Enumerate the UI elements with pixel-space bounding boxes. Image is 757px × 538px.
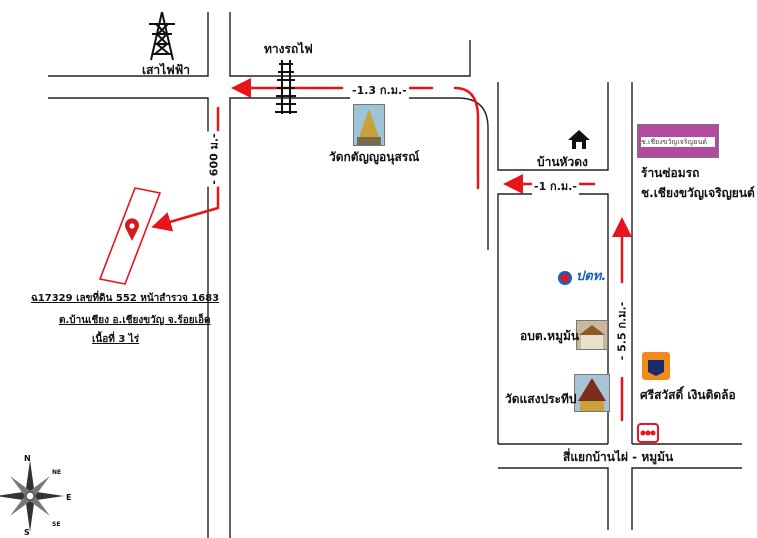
home-icon <box>568 130 590 149</box>
compass-e: E <box>66 493 72 502</box>
power-tower-icon <box>149 11 175 61</box>
traffic-light-icon <box>637 423 659 443</box>
land-plot <box>98 187 162 285</box>
tambon-office-photo <box>576 320 608 350</box>
compass-s: S <box>24 528 30 537</box>
plot-location-line: ต.บ้านเชียง อ.เชียงขวัญ จ.ร้อยเอ็ด <box>59 315 211 326</box>
repair-shop-name: ช.เชียงขวัญเจริญยนต์ <box>641 186 755 200</box>
temple-bottom-photo <box>574 374 610 412</box>
railway-label: ทางรถไฟ <box>264 42 313 56</box>
loan-shop-logo-icon <box>642 352 670 380</box>
railway-icon <box>275 60 297 114</box>
ptt-drop-icon <box>558 271 572 285</box>
temple-photo <box>353 104 385 146</box>
location-pin-icon <box>125 218 139 241</box>
compass-rose-icon <box>0 460 64 532</box>
distance-left: - 600 ม.- <box>204 131 223 187</box>
shop-sign-text: ช.เชียงขวัญเจริญยนต์ <box>641 137 715 147</box>
power-pole-label: เสาไฟฟ้า <box>142 63 190 77</box>
temple-top-label: วัดกตัญญูอนุสรณ์ <box>329 150 420 164</box>
distance-right: - 5.5 ก.ม.- <box>612 299 631 363</box>
tambon-office-label: อบต.หมูม้น <box>520 329 580 343</box>
compass-n: N <box>24 454 31 463</box>
distance-middle: -1 ก.ม.- <box>532 177 579 195</box>
plot-area-line: เนื้อที่ 3 ไร่ <box>92 334 140 345</box>
temple-bottom-label: วัดแสงประทีป <box>505 392 577 406</box>
compass-ne: NE <box>52 469 62 476</box>
repair-shop-photo: ช.เชียงขวัญเจริญยนต์ <box>637 124 719 158</box>
plot-deed-line: ฉ17329 เลขที่ดิน 552 หน้าสำรวจ 1683 <box>31 293 220 304</box>
home-label: บ้านหัวดง <box>537 155 588 169</box>
route-path <box>151 78 632 422</box>
junction-label: สี่แยกบ้านไผ่ - หมูม้น <box>563 450 674 464</box>
distance-top: -1.3 ก.ม.- <box>350 81 409 99</box>
repair-shop-label: ร้านซ่อมรถ <box>641 166 700 180</box>
ptt-label: ปตท. <box>576 269 607 284</box>
loan-shop-label: ศรีสวัสดิ์ เงินติดล้อ <box>640 388 736 402</box>
compass-se: SE <box>52 521 61 528</box>
